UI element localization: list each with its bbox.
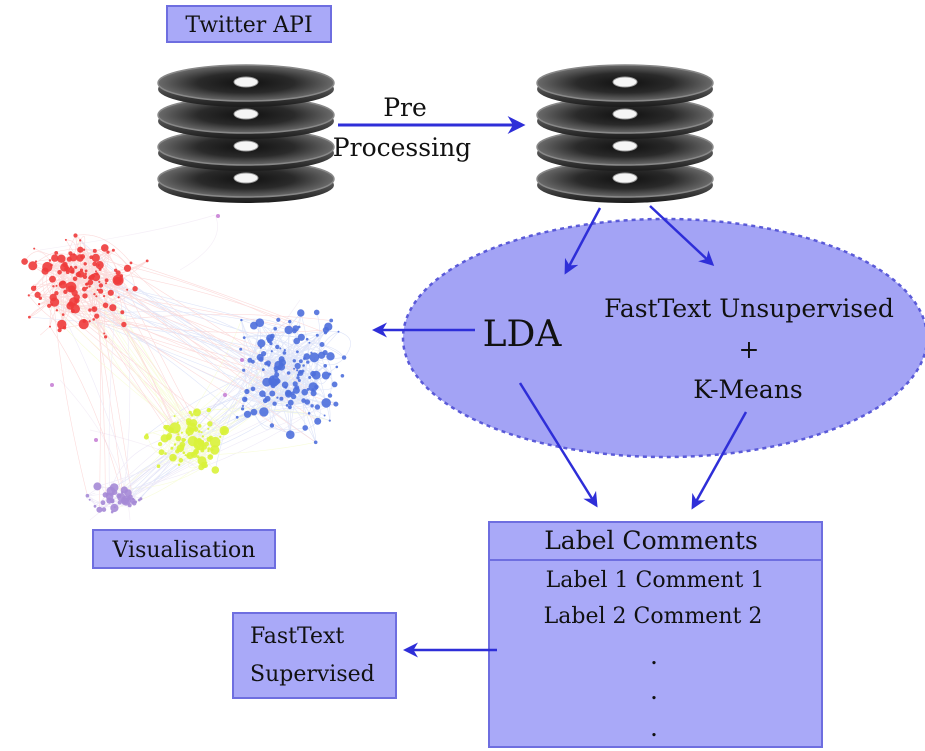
table-row: Label 1 Comment 1 xyxy=(546,568,765,593)
kmeans-label: K-Means xyxy=(693,375,803,404)
visualisation-label: Visualisation xyxy=(112,538,256,563)
lda-to-labels-arrow xyxy=(518,382,598,508)
fasttext-unsupervised-label: FastText Unsupervised xyxy=(604,294,894,323)
data-to-fasttext-arrow xyxy=(649,205,715,267)
fasttext-supervised-box: FastText Supervised xyxy=(232,612,397,699)
kmeans-to-labels-arrow xyxy=(691,411,748,510)
plus-label: + xyxy=(739,335,760,364)
visualisation-box: Visualisation xyxy=(92,529,276,569)
data-to-lda-arrow xyxy=(564,207,602,275)
network-graph-visualisation xyxy=(21,214,351,521)
ellipsis-dot: . xyxy=(650,676,658,705)
lda-label: LDA xyxy=(483,314,563,355)
table-row: Label 2 Comment 2 xyxy=(544,604,763,629)
preprocessing-label-line1: Pre xyxy=(383,93,427,122)
fasttext-supervised-line2: Supervised xyxy=(250,662,375,687)
label-comments-table: Label Comments Label 1 Comment 1 Label 2… xyxy=(488,521,823,748)
twitter-api-box: Twitter API xyxy=(166,5,332,43)
ellipsis-dot: . xyxy=(650,641,658,670)
fasttext-supervised-line1: FastText xyxy=(250,624,344,649)
twitter-api-label: Twitter API xyxy=(185,13,312,38)
modelling-ellipse xyxy=(401,217,925,459)
preprocessing-label-line2: Processing xyxy=(333,133,471,162)
raw-data-database-icon xyxy=(157,64,335,203)
ellipsis-dot: . xyxy=(650,713,658,742)
label-comments-header: Label Comments xyxy=(544,526,758,555)
processed-data-database-icon xyxy=(536,64,714,203)
